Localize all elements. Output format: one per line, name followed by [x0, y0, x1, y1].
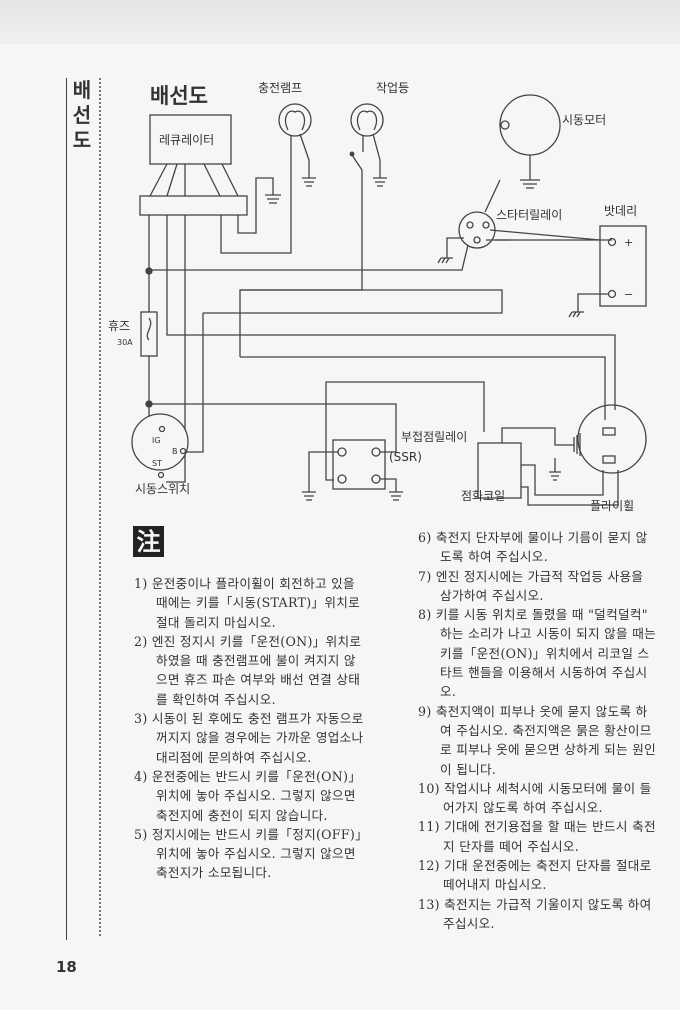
- note-item: 13) 축전지는 가급적 기울이지 않도록 하여 주십시오.: [418, 896, 652, 931]
- note-item: 2) 엔진 정지시 키를「운전(ON)」위치로 하였을 때 충전램프에 불이 켜…: [134, 633, 362, 707]
- work-light-icon: [350, 103, 384, 137]
- note-item: 5) 정지시에는 반드시 키를「정지(OFF)」위치에 놓아 주십시오. 그렇지…: [134, 826, 362, 881]
- sub-relay-label: 부접점릴레이: [401, 430, 467, 444]
- note-item: 8) 키를 시동 위치로 돌렸을 때 "덜컥덜컥" 하는 소리가 나고 시동이 …: [418, 607, 656, 700]
- starter-relay-label: 스타터릴레이: [496, 208, 562, 222]
- charge-lamp-icon: [278, 103, 312, 137]
- fuse-label: 휴즈: [108, 319, 130, 333]
- note-item: 10) 작업시나 세척시에 시동모터에 물이 들어가지 않도록 하여 주십시오.: [418, 780, 652, 816]
- battery-plus: +: [624, 236, 633, 249]
- side-rule: [66, 78, 67, 940]
- note-item: 11) 기대에 전기용접을 할 때는 반드시 축전지 단자를 떼어 주십시오.: [418, 819, 656, 854]
- flywheel-label: 플라이휠: [590, 499, 634, 513]
- switch-b-label: B: [172, 447, 178, 456]
- starter-motor-label: 시동모터: [562, 113, 606, 127]
- diagram-title: 배선도: [150, 84, 208, 108]
- battery-box: [599, 225, 647, 307]
- ignition-switch-icon: [131, 413, 189, 471]
- flywheel-icon: [577, 404, 647, 474]
- page-number: 18: [56, 958, 77, 976]
- note-item: 1) 운전중이나 플라이휠이 회전하고 있을 때에는 키를「시동(START)」…: [134, 576, 360, 630]
- ignition-switch-label: 시동스위치: [135, 482, 190, 496]
- connector-block: [139, 195, 248, 216]
- charge-lamp-label: 충전램프: [258, 81, 302, 95]
- ignition-coil-label: 점화코일: [461, 489, 505, 503]
- note-item: 12) 기대 운전중에는 축전지 단자를 절대로 떼어내지 마십시오.: [418, 858, 652, 893]
- note-item: 3) 시동이 된 후에도 충전 램프가 자동으로 꺼지지 않을 경우에는 가까운…: [134, 711, 364, 765]
- caution-icon: 注: [133, 526, 164, 557]
- note-item: 6) 축전지 단자부에 물이나 기름이 묻지 않도록 하여 주십시오.: [418, 530, 648, 565]
- fuse-rating: 30A: [117, 338, 133, 347]
- ignition-coil-box: [477, 442, 522, 499]
- side-section-title: 배선도: [72, 78, 92, 152]
- regulator-label: 레큐레이터: [159, 133, 214, 147]
- switch-ig-label: IG: [152, 436, 161, 445]
- notes-left-column: 1) 운전중이나 플라이휠이 회전하고 있을 때에는 키를「시동(START)」…: [134, 574, 366, 883]
- work-light-label: 작업등: [376, 81, 409, 95]
- fuse-box: [140, 311, 158, 357]
- battery-label: 밧데리: [604, 204, 637, 218]
- note-item: 9) 축전지액이 피부나 옷에 묻지 않도록 하여 주십시오. 축전지액은 묽은…: [418, 703, 656, 777]
- switch-st-label: ST: [152, 459, 162, 468]
- scan-top-band: [0, 0, 680, 44]
- note-item: 7) 엔진 정지시에는 가급적 작업등 사용을 삼가하여 주십시오.: [418, 568, 644, 603]
- battery-minus: −: [624, 288, 633, 301]
- note-item: 4) 운전중에는 반드시 키를「운전(ON)」위치에 놓아 주십시오. 그렇지 …: [134, 768, 362, 823]
- sub-relay-box: [332, 439, 386, 490]
- regulator-box: [149, 114, 232, 165]
- wiring-diagram: 배선도 레큐레이터 충전램프 작업등 시동모터 스타터릴레이 밧데리 + − 휴…: [108, 81, 647, 513]
- ssr-label: (SSR): [389, 450, 422, 464]
- side-dotted-rule: [99, 78, 104, 936]
- notes-right-column: 6) 축전지 단자부에 물이나 기름이 묻지 않도록 하여 주십시오. 7) 엔…: [418, 528, 658, 933]
